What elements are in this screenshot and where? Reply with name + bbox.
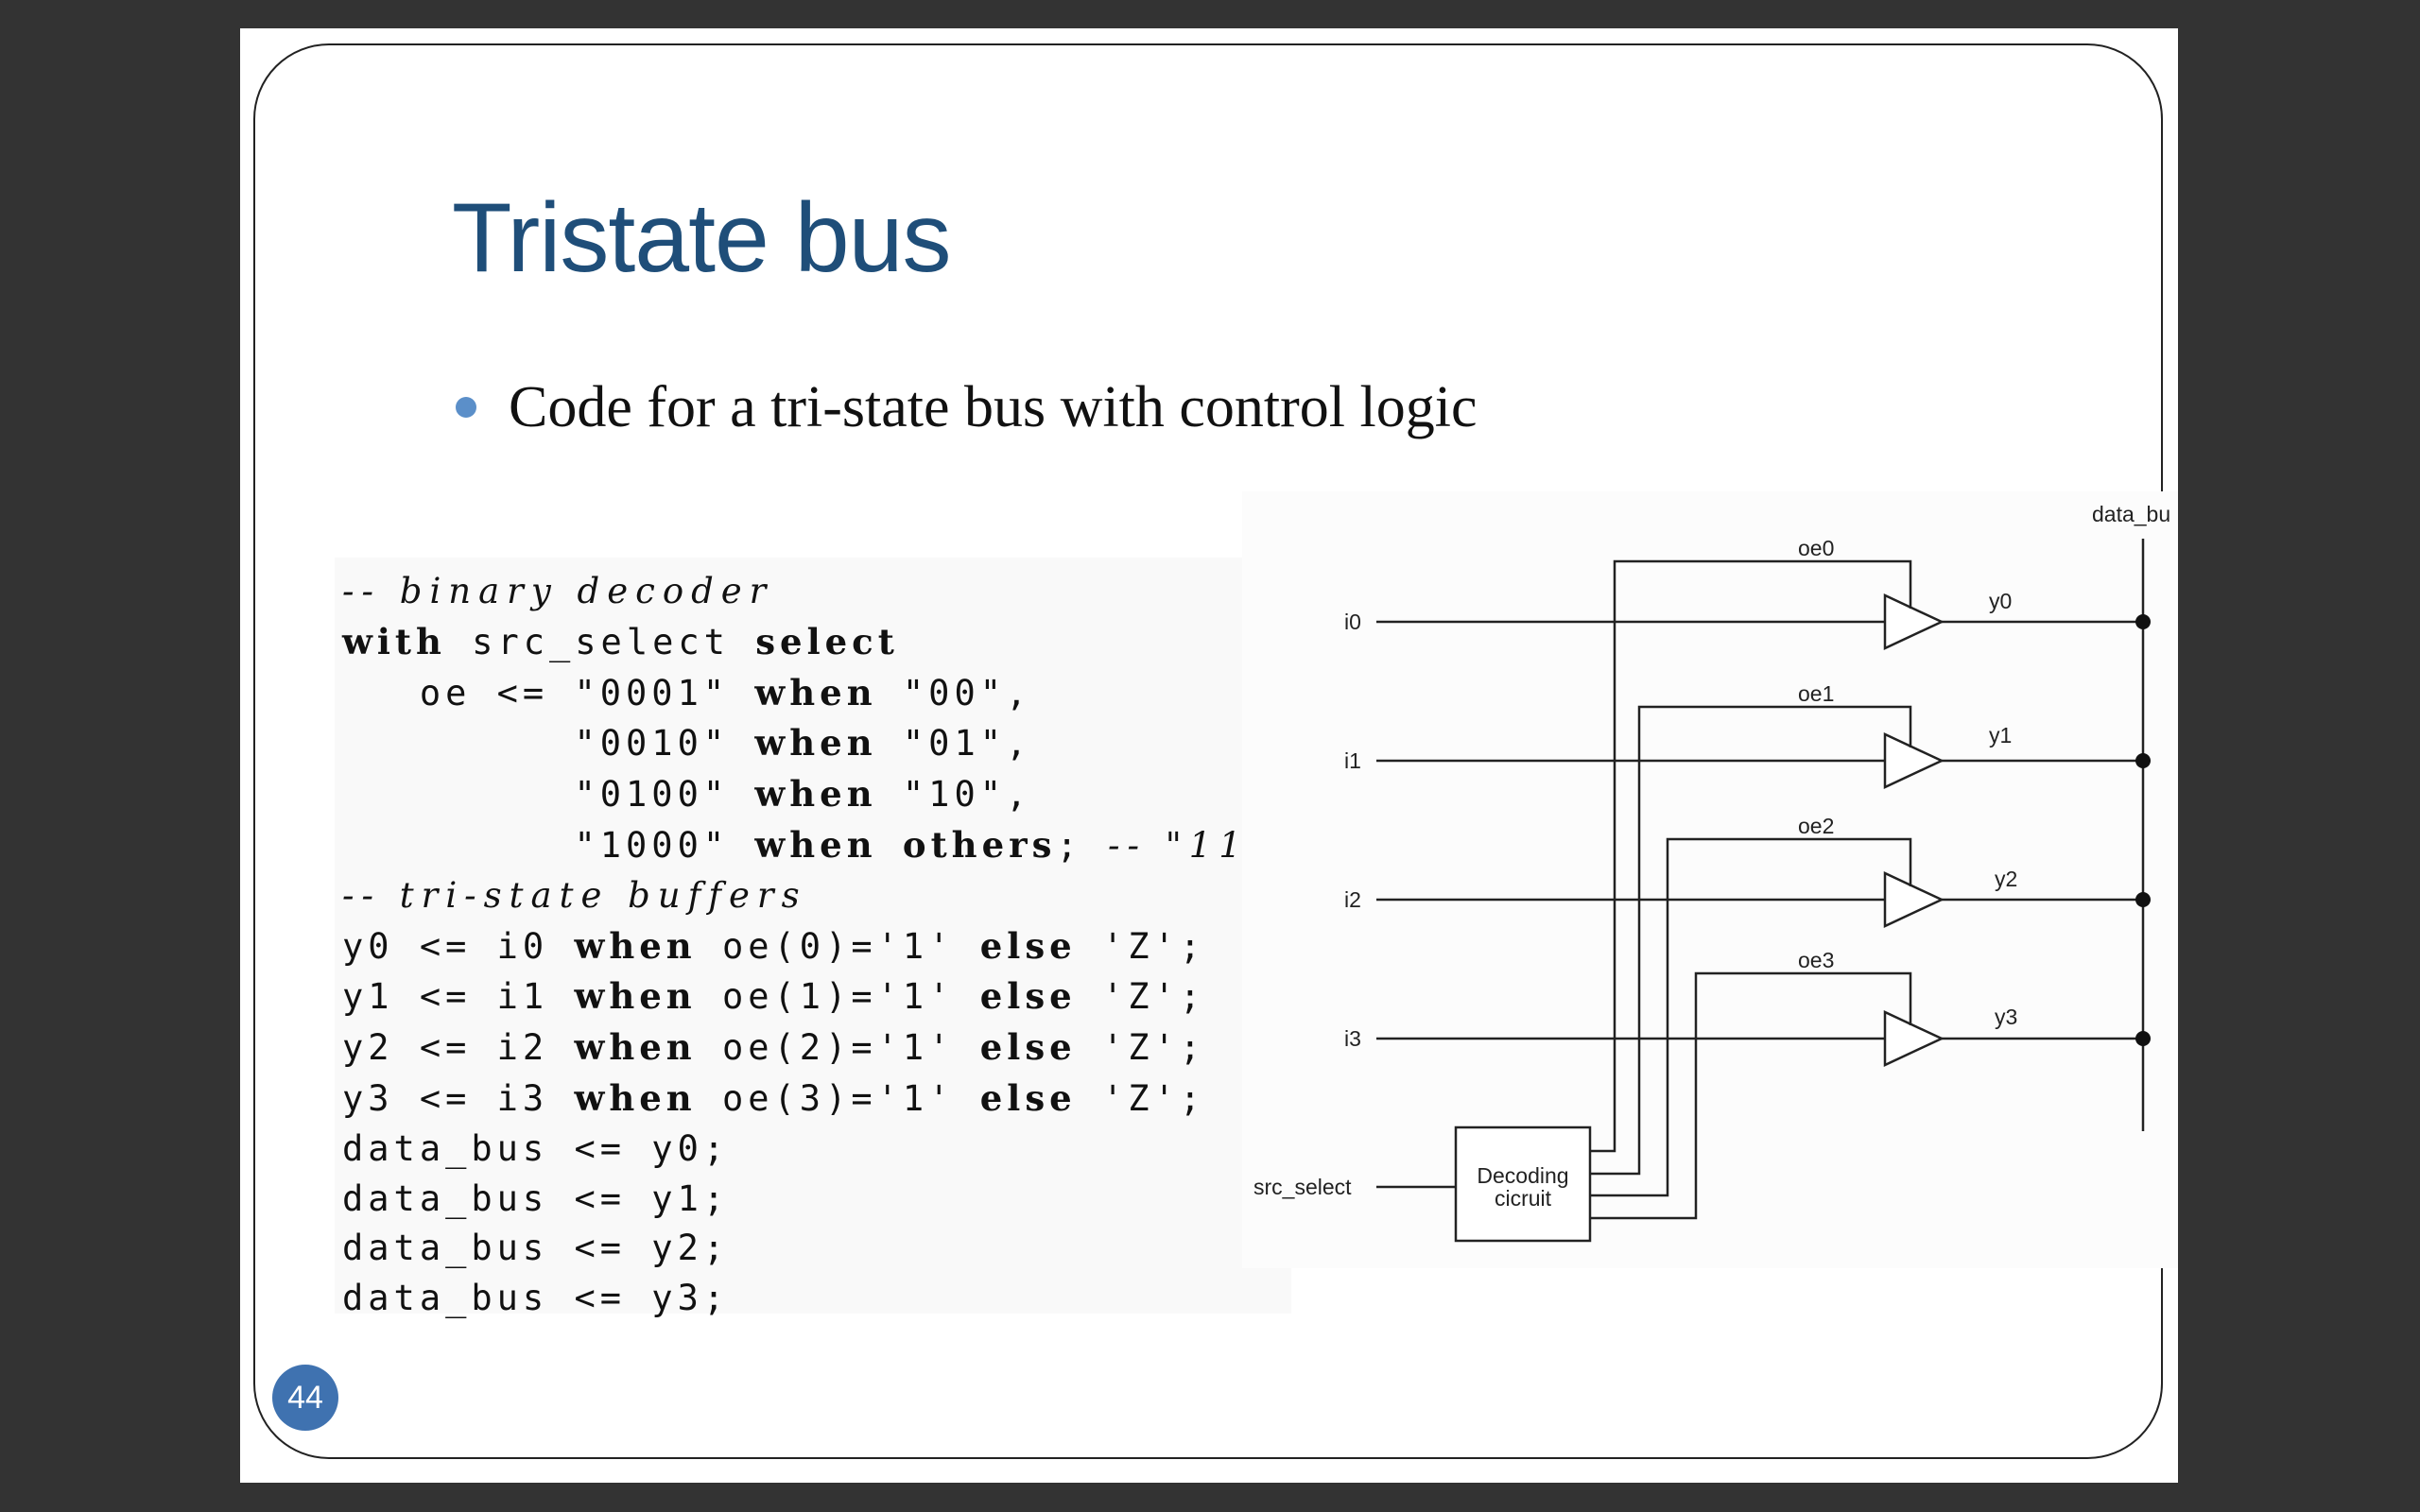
code-line: "0010" when "01", — [342, 722, 1032, 765]
code-line: with src_select select — [342, 620, 899, 662]
code-text: "00", — [876, 672, 1032, 713]
code-text: oe(2)='1' — [696, 1027, 980, 1069]
code-text: 'Z'; — [1076, 1027, 1206, 1069]
code-text: ; — [1056, 824, 1109, 866]
slide: Tristate bus Code for a tri-state bus wi… — [240, 28, 2178, 1483]
code-text: data_bus <= y1; — [342, 1177, 730, 1219]
output-label-y0: y0 — [1989, 589, 2012, 613]
code-keyword: when — [574, 924, 697, 967]
code-text: y0 <= i0 — [342, 925, 575, 967]
code-line: "1000" when others; -- "11 — [342, 823, 1249, 866]
code-keyword: when — [754, 773, 877, 816]
code-text: 'Z'; — [1076, 925, 1206, 967]
slide-title: Tristate bus — [452, 183, 951, 293]
code-text: src_select — [445, 621, 756, 662]
code-text: y3 <= i3 — [342, 1077, 575, 1119]
code-line: y0 <= i0 when oe(0)='1' else 'Z'; — [342, 924, 1206, 967]
code-text: y2 <= i2 — [342, 1027, 575, 1069]
code-text: y1 <= i1 — [342, 976, 575, 1018]
enable-label-oe3: oe3 — [1798, 948, 1834, 972]
code-line: y3 <= i3 when oe(3)='1' else 'Z'; — [342, 1076, 1206, 1119]
enable-wire-oe2 — [1590, 837, 1912, 1197]
code-text: "01", — [876, 723, 1032, 765]
code-line: y1 <= i1 when oe(1)='1' else 'Z'; — [342, 975, 1206, 1018]
code-text: data_bus <= y3; — [342, 1278, 730, 1319]
code-keyword: else — [979, 975, 1077, 1018]
code-text: "0100" — [342, 774, 755, 816]
bus-junction-3 — [2135, 1031, 2151, 1046]
code-line: "0100" when "10", — [342, 773, 1032, 816]
code-keyword: else — [979, 1076, 1077, 1119]
bullet-dot-icon — [456, 397, 476, 418]
code-text: "1000" — [342, 824, 755, 866]
code-line: -- tri-state buffers — [342, 875, 807, 916]
code-keyword: when — [754, 671, 877, 713]
enable-label-oe0: oe0 — [1798, 536, 1834, 560]
output-label-y1: y1 — [1989, 723, 2012, 747]
decoder-box — [1454, 1125, 1592, 1243]
code-keyword: when — [754, 823, 877, 866]
code-comment: -- "11 — [1108, 824, 1249, 866]
code-block: -- binary decoder with src_select select… — [342, 567, 1249, 1324]
code-keyword: when — [574, 975, 697, 1018]
code-line: -- binary decoder — [342, 571, 773, 611]
input-label-i2: i2 — [1344, 887, 1361, 912]
input-label-i3: i3 — [1344, 1026, 1361, 1051]
bus-label: data_bu — [2092, 502, 2170, 526]
code-line: data_bus <= y2; — [342, 1228, 729, 1268]
enable-wire-oe1 — [1590, 705, 1912, 1176]
buffer-0-icon — [1883, 593, 1945, 650]
code-comment: -- binary decoder — [342, 571, 774, 611]
code-text: "10", — [876, 774, 1032, 816]
code-keyword: when — [574, 1026, 697, 1069]
code-line: oe <= "0001" when "00", — [342, 671, 1032, 713]
code-panel — [335, 558, 1291, 1314]
code-text: oe <= "0001" — [342, 672, 755, 713]
decoder-label-line2: cicruit — [1495, 1186, 1552, 1211]
code-keyword: others — [902, 823, 1057, 866]
buffer-1-icon — [1883, 732, 1945, 789]
enable-label-oe2: oe2 — [1798, 814, 1834, 838]
code-line: data_bus <= y3; — [342, 1278, 729, 1318]
enable-label-oe1: oe1 — [1798, 681, 1834, 706]
output-label-y2: y2 — [1995, 867, 2017, 891]
code-keyword: when — [754, 722, 877, 765]
code-keyword: with — [342, 620, 446, 662]
select-label: src_select — [1253, 1175, 1352, 1199]
code-text: 'Z'; — [1076, 976, 1206, 1018]
enable-wire-oe3 — [1590, 971, 1912, 1220]
input-label-i0: i0 — [1344, 610, 1361, 634]
page-number-badge: 44 — [272, 1365, 338, 1431]
input-label-i1: i1 — [1344, 748, 1361, 773]
bus-junction-0 — [2135, 614, 2151, 629]
code-comment: -- tri-state buffers — [342, 874, 807, 916]
code-line: y2 <= i2 when oe(2)='1' else 'Z'; — [342, 1026, 1206, 1069]
code-text: data_bus <= y0; — [342, 1127, 730, 1169]
buffer-3-icon — [1883, 1010, 1945, 1067]
code-text: oe(1)='1' — [696, 976, 980, 1018]
bullet-item: Code for a tri-state bus with control lo… — [456, 378, 1477, 437]
bullet-text: Code for a tri-state bus with control lo… — [509, 375, 1478, 439]
code-text: oe(3)='1' — [696, 1077, 980, 1119]
code-keyword: when — [574, 1076, 697, 1119]
code-line: data_bus <= y0; — [342, 1128, 729, 1169]
bus-junction-1 — [2135, 753, 2151, 768]
output-label-y3: y3 — [1995, 1005, 2017, 1029]
code-text: 'Z'; — [1076, 1077, 1206, 1119]
code-keyword: else — [979, 924, 1077, 967]
decoder-label-line1: Decoding — [1477, 1163, 1568, 1188]
code-text: "0010" — [342, 723, 755, 765]
bus-junction-2 — [2135, 892, 2151, 907]
enable-wire-oe0 — [1590, 559, 1912, 1153]
code-line: data_bus <= y1; — [342, 1178, 729, 1219]
code-keyword: select — [755, 620, 899, 662]
code-keyword: else — [979, 1026, 1077, 1069]
buffer-2-icon — [1883, 871, 1945, 928]
code-text: data_bus <= y2; — [342, 1228, 730, 1269]
tristate-bus-diagram: data_bu i0 i1 i2 i3 oe0 oe1 oe2 oe3 y0 y… — [1253, 502, 2170, 1243]
code-text: oe(0)='1' — [696, 925, 980, 967]
